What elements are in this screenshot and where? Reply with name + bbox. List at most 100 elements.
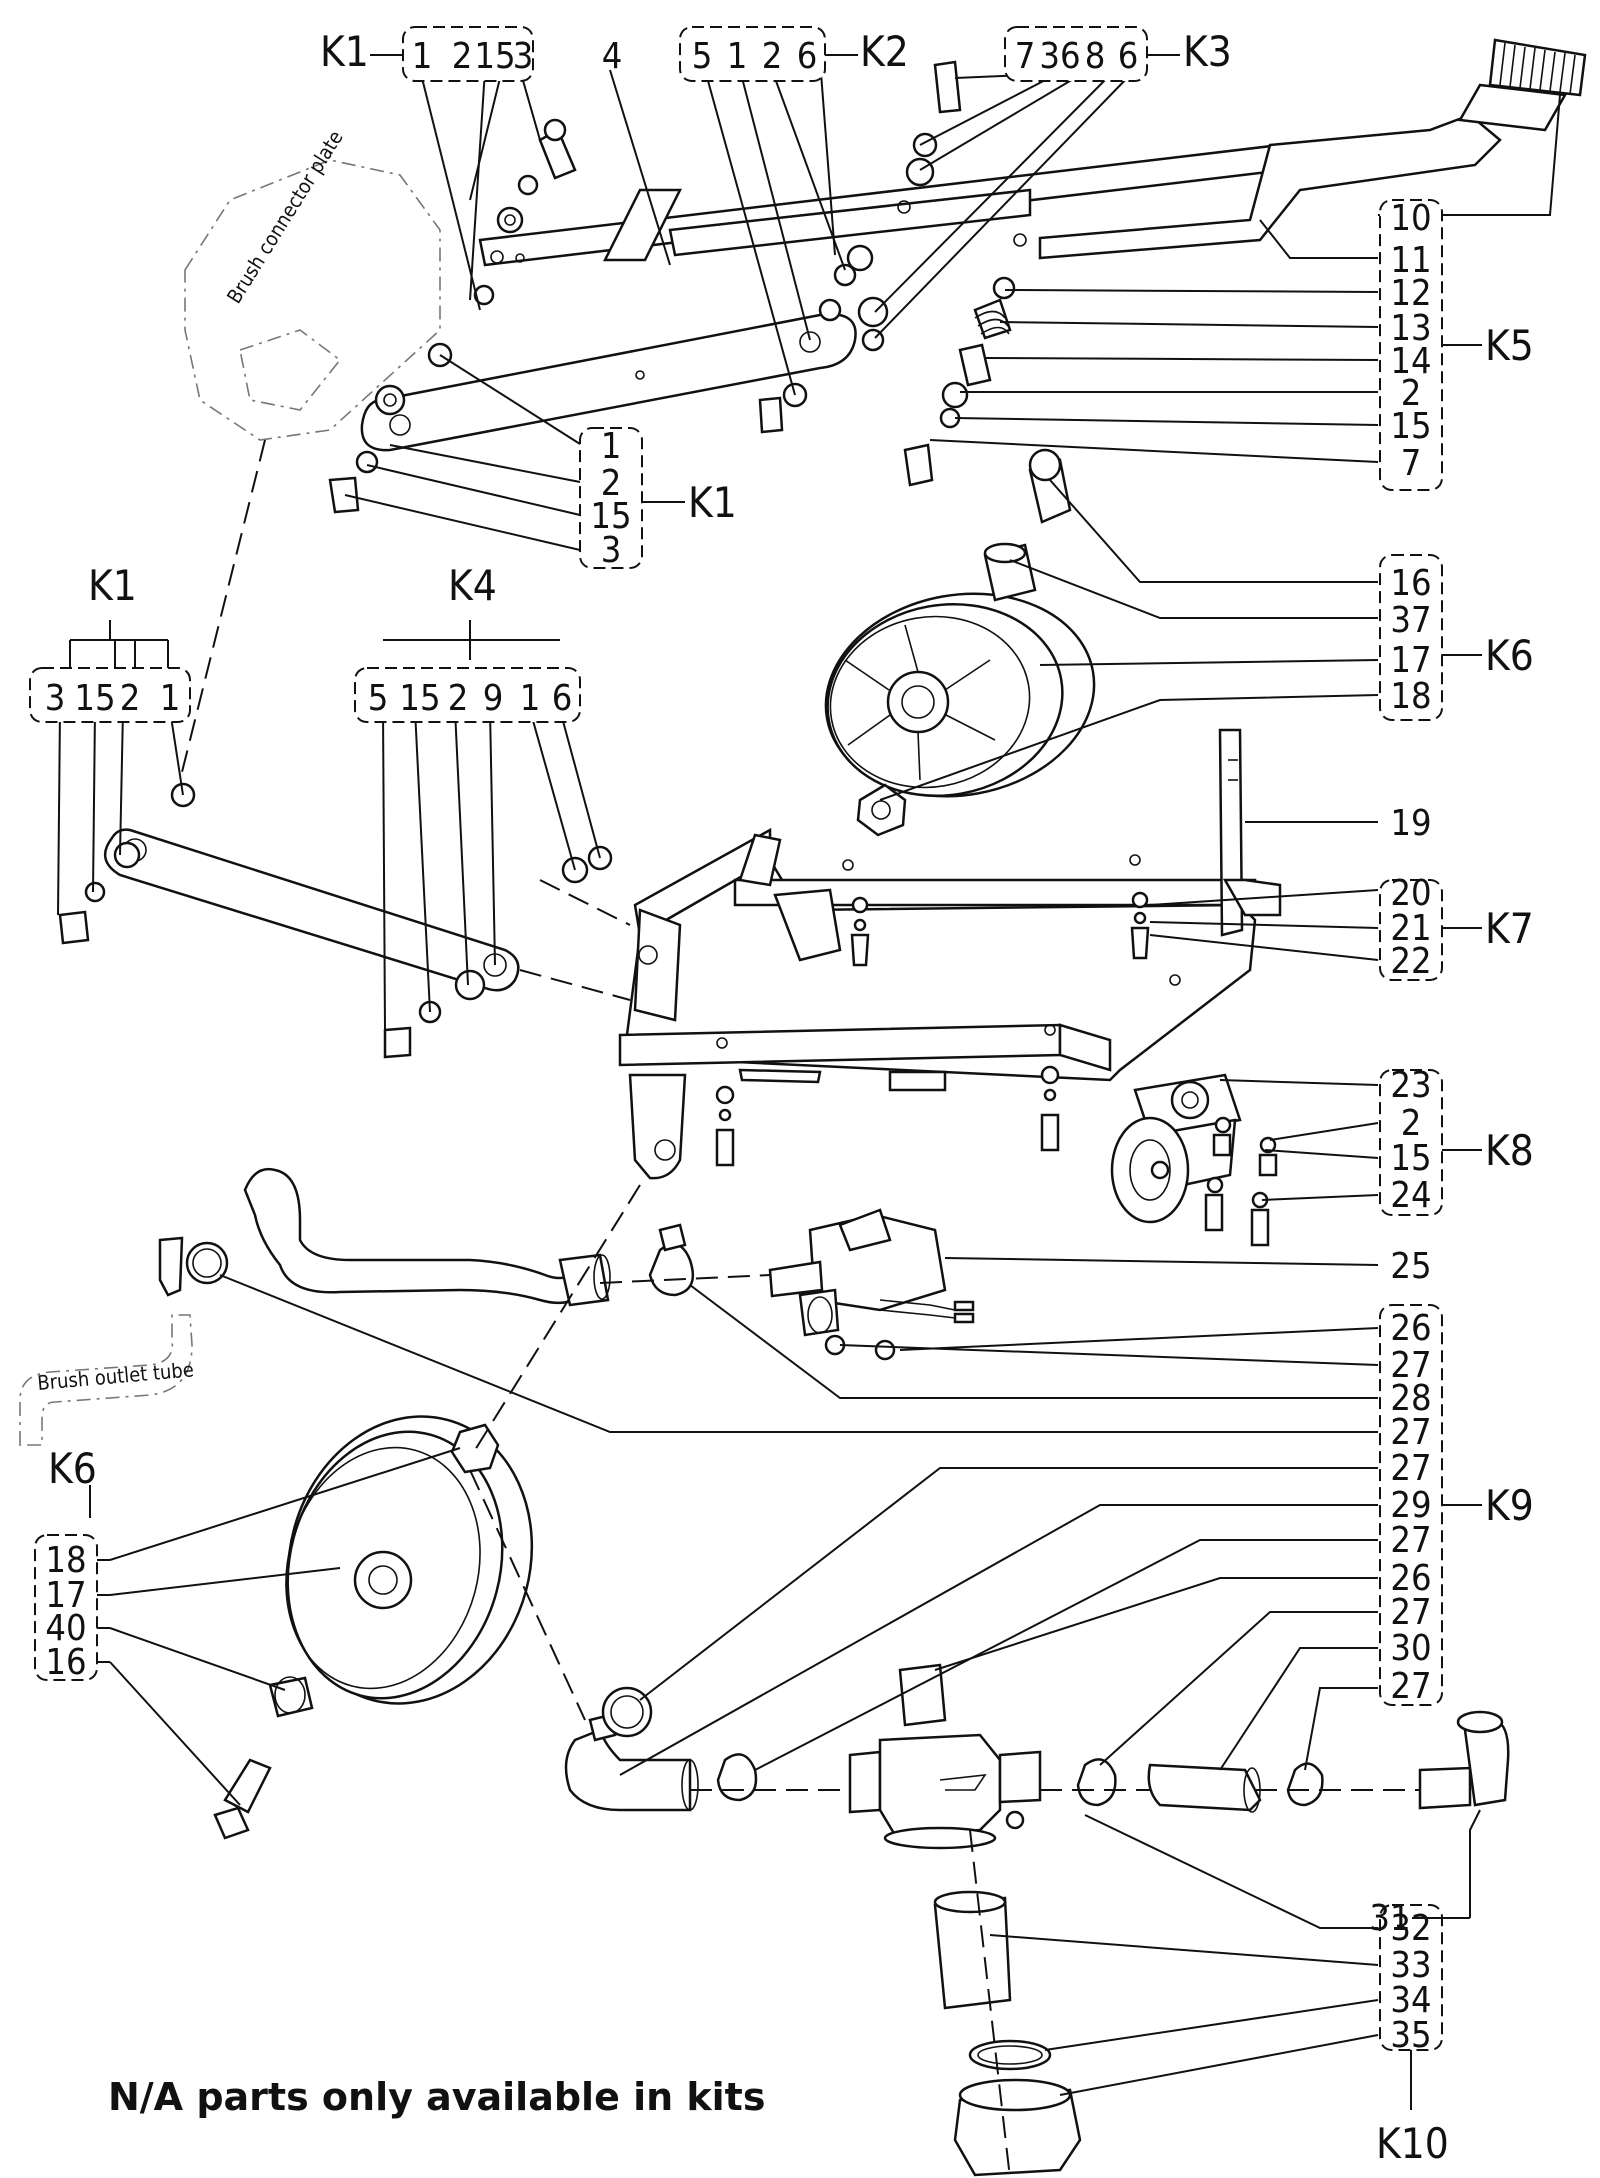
brush-outlet-tube-ghost: Brush outlet tube: [19, 1314, 195, 1446]
kit-k1-mid-part: 1: [601, 426, 622, 467]
kit-k7-part: 22: [1390, 941, 1431, 982]
handle-hardware: [328, 60, 1016, 514]
kit-k3-part: 36: [1039, 36, 1080, 77]
kit-k3-part: 6: [1118, 36, 1139, 77]
kit-k2-part: 6: [797, 36, 818, 77]
kit-k9-part: 30: [1390, 1628, 1431, 1669]
kit-k7-label: K7: [1485, 904, 1534, 953]
kit-k2-part: 5: [692, 36, 713, 77]
kit-k9-part: 27: [1390, 1520, 1431, 1561]
kit-k9-part: 26: [1390, 1308, 1431, 1349]
kit-k8-part: 24: [1390, 1175, 1431, 1216]
handle-frame: [478, 143, 1287, 267]
kit-k4-part: 15: [399, 678, 440, 719]
kit-k1-top-part: 15: [474, 36, 515, 77]
kit-k9-part: 27: [1390, 1412, 1431, 1453]
tube-clamps-upper: [158, 1223, 695, 1297]
kit-k4-part: 2: [448, 678, 469, 719]
kit-k5-part: 14: [1390, 341, 1431, 382]
kit-k4-part: 5: [368, 678, 389, 719]
solenoid-valve: [599, 1208, 975, 1361]
kit-k2-label: K2: [860, 27, 909, 76]
kit-k4-label: K4: [448, 561, 497, 610]
kit-k1-left-part: 3: [45, 678, 66, 719]
filter-bowl: [933, 1829, 1082, 2178]
kit-k9-part: 27: [1390, 1448, 1431, 1489]
kit-k7-part: 21: [1390, 908, 1431, 949]
kit-k10-label: K10: [1376, 2119, 1449, 2168]
part-25-label: 25: [1390, 1246, 1431, 1287]
kit-k10-part: 34: [1390, 1980, 1431, 2021]
part-19-label: 19: [1390, 803, 1431, 844]
base-frame: [618, 827, 1257, 1180]
kit-k9-label: K9: [1485, 1481, 1534, 1530]
kit-k5-part: 11: [1390, 240, 1431, 281]
kit-k8-part: 23: [1390, 1065, 1431, 1106]
kit-k9-part: 29: [1390, 1485, 1431, 1526]
kit-k1-mid-part: 2: [601, 463, 622, 504]
kit-k6-right-part: 17: [1390, 640, 1431, 681]
kit-k2-part: 1: [727, 36, 748, 77]
kit-k1-left-label: K1: [88, 561, 137, 610]
axle-and-bushing-right: [856, 448, 1072, 837]
kit-k10-part: 33: [1390, 1945, 1431, 1986]
kit-k5-part: 12: [1390, 273, 1431, 314]
kit-k8-label: K8: [1485, 1126, 1534, 1175]
kit-k8-part: 15: [1390, 1138, 1431, 1179]
leader-lines: [57, 59, 1561, 2096]
kit-k1-mid-label: K1: [688, 478, 737, 527]
kit-k1-mid-part: 3: [601, 530, 622, 571]
kit-k5-part: 15: [1390, 406, 1431, 447]
kit-k7-part: 20: [1390, 873, 1431, 914]
kit-k1-top-part: 2: [452, 36, 473, 77]
kit-k3-part: 8: [1085, 36, 1106, 77]
kit-k9-part: 27: [1390, 1345, 1431, 1386]
brush-connector-plate-label: Brush connector plate: [222, 126, 348, 308]
kit-k1-left-part: 15: [74, 678, 115, 719]
kit-k6-right-part: 37: [1390, 600, 1431, 641]
kit-k1-mid-part: 15: [590, 496, 631, 537]
kit-k6-left-label: K6: [48, 1444, 97, 1493]
kit-k5-part: 10: [1390, 198, 1431, 239]
kit-k1-top-part: 3: [513, 36, 534, 77]
kit-k4-part: 9: [483, 678, 504, 719]
kits-footnote: N/A parts only available in kits: [108, 2075, 766, 2119]
kit-k4-part: 1: [520, 678, 541, 719]
kit-k6-left-part: 16: [45, 1642, 86, 1683]
wheel-right: [824, 592, 1096, 798]
kit-k5-part: 2: [1401, 373, 1422, 414]
handle-grip: [1038, 38, 1587, 260]
wheel-left: [213, 1184, 641, 1840]
kit-k5-label: K5: [1485, 321, 1534, 370]
bracket-19: [1218, 728, 1282, 937]
kit-k6-right-part: 16: [1390, 563, 1431, 604]
kit-k10-part: 35: [1390, 2015, 1431, 2056]
kit-k6-left-part: 17: [45, 1575, 86, 1616]
lower-manifold: [564, 1663, 1510, 1850]
upper-tube: [243, 1167, 611, 1307]
kit-k5-part: 7: [1401, 443, 1422, 484]
kit-k9-part: 26: [1390, 1558, 1431, 1599]
kit-k9-part: 27: [1390, 1592, 1431, 1633]
part-31-label: 31: [1369, 1898, 1410, 1939]
kit-k1-left-part: 2: [120, 678, 141, 719]
kit-k9-part: 27: [1390, 1666, 1431, 1707]
kit-k5-part: 13: [1390, 308, 1431, 349]
kit-k6-left-part: 40: [45, 1608, 86, 1649]
kit-k3-part: 7: [1015, 36, 1036, 77]
part-4-label: 4: [602, 36, 623, 77]
kit-k10-part: 32: [1390, 1908, 1431, 1949]
kit-k9-part: 28: [1390, 1378, 1431, 1419]
kit-k4-part: 6: [552, 678, 573, 719]
kit-k1-left-part: 1: [160, 678, 181, 719]
kit-k3-label: K3: [1183, 27, 1232, 76]
handle-link-arm: [360, 313, 857, 452]
kit-k1-top-label: K1: [320, 27, 369, 76]
kit-k8-part: 2: [1401, 1103, 1422, 1144]
kit-k2-part: 2: [762, 36, 783, 77]
kit-k6-left-part: 18: [45, 1540, 86, 1581]
link-arm-left: [58, 782, 631, 1059]
caster: [1110, 1073, 1278, 1247]
kit-k1-top-part: 1: [412, 36, 433, 77]
